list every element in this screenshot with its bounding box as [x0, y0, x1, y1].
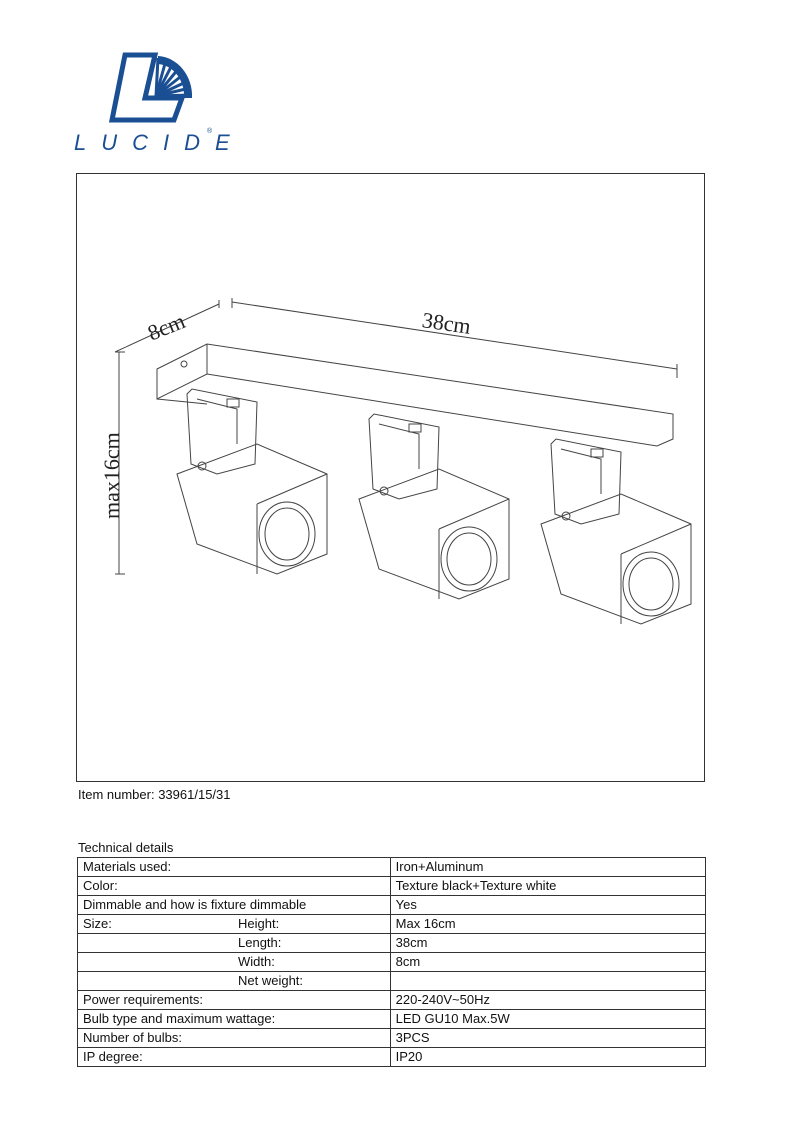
- dim-height-label: max16cm: [99, 432, 124, 519]
- row-value: IP20: [389, 1047, 707, 1067]
- product-line-drawing: 8cm 38cm max16cm: [99, 298, 692, 625]
- technical-details-table: Materials used: Iron+Aluminum Color: Tex…: [77, 857, 707, 1067]
- row-sublabel: Width:: [238, 954, 275, 969]
- row-label: Size:: [83, 916, 112, 931]
- table-row: Bulb type and maximum wattage: LED GU10 …: [77, 1009, 707, 1029]
- table-row: IP degree: IP20: [77, 1047, 707, 1067]
- technical-details-title: Technical details: [78, 840, 174, 855]
- table-row: Length: 38cm: [77, 933, 707, 953]
- row-value: [389, 971, 707, 991]
- brand-logo: [70, 50, 220, 160]
- table-row: Materials used: Iron+Aluminum: [77, 857, 707, 877]
- row-sublabel: Height:: [238, 916, 280, 931]
- row-value: LED GU10 Max.5W: [389, 1009, 707, 1029]
- row-label: Number of bulbs:: [83, 1030, 182, 1045]
- registered-mark: ®: [207, 128, 213, 135]
- table-row: Power requirements: 220-240V~50Hz: [77, 990, 707, 1010]
- dim-length-label: 38cm: [421, 307, 473, 339]
- table-row: Number of bulbs: 3PCS: [77, 1028, 707, 1048]
- table-row: Color: Texture black+Texture white: [77, 876, 707, 896]
- lucide-logo-icon: [108, 52, 193, 123]
- row-label: Color:: [83, 878, 118, 893]
- table-row: Size: Height: Max 16cm: [77, 914, 707, 934]
- row-value: Yes: [389, 895, 707, 915]
- row-label: IP degree:: [83, 1049, 143, 1064]
- row-value: 3PCS: [389, 1028, 707, 1048]
- row-label: Bulb type and maximum wattage:: [83, 1011, 276, 1026]
- table-row: Width: 8cm: [77, 952, 707, 972]
- row-value: 8cm: [389, 952, 707, 972]
- table-row: Net weight:: [77, 971, 707, 991]
- row-value: 38cm: [389, 933, 707, 953]
- product-drawing-frame: 8cm 38cm max16cm: [76, 173, 705, 782]
- table-row: Dimmable and how is fixture dimmable Yes: [77, 895, 707, 915]
- row-value: Max 16cm: [389, 914, 707, 934]
- row-label: Power requirements:: [83, 992, 203, 1007]
- row-label: Dimmable and how is fixture dimmable: [83, 897, 307, 912]
- item-number: Item number: 33961/15/31: [78, 787, 231, 802]
- row-value: Texture black+Texture white: [389, 876, 707, 896]
- row-sublabel: Length:: [238, 935, 282, 950]
- brand-name: LUCIDE: [74, 130, 245, 155]
- dim-width-label: 8cm: [144, 308, 188, 345]
- row-value: Iron+Aluminum: [389, 857, 707, 877]
- row-sublabel: Net weight:: [238, 973, 304, 988]
- row-label: Materials used:: [83, 859, 172, 874]
- row-value: 220-240V~50Hz: [389, 990, 707, 1010]
